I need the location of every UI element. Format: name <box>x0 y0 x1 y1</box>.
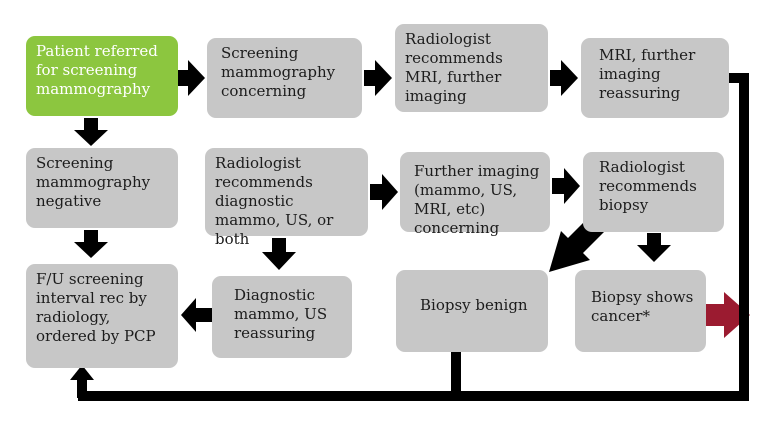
node-biopsy-cancer: Biopsy shows cancer* <box>575 270 706 352</box>
arrow-reassuring-to-fu <box>181 298 212 332</box>
arrow-concerning-to-mri <box>364 60 392 96</box>
arrow-further-to-biopsy-rec <box>552 168 580 204</box>
arrow-start-to-concerning <box>176 60 205 96</box>
node-radiologist-mri: Radiologist recommends MRI, further imag… <box>395 24 548 112</box>
node-screening-concerning-label: Screening mammography concerning <box>221 44 336 100</box>
arrow-diagnostic-to-further <box>370 174 398 210</box>
node-biopsy-cancer-label: Biopsy shows cancer* <box>591 288 694 325</box>
node-screening-negative: Screening mammography negative <box>26 148 178 228</box>
arrow-loop-to-fu <box>70 365 94 380</box>
arrow-negative-to-fu <box>74 230 108 258</box>
node-fu-interval-label: F/U screening interval rec by radiology,… <box>36 270 156 345</box>
node-screening-negative-label: Screening mammography negative <box>36 154 151 210</box>
line-reassuring-loop <box>78 73 749 401</box>
node-fu-interval: F/U screening interval rec by radiology,… <box>26 264 178 368</box>
arrow-mri-to-reassuring <box>550 60 578 96</box>
node-further-imaging: Further imaging (mammo, US, MRI, etc) co… <box>400 152 550 237</box>
node-radiologist-biopsy: Radiologist recommends biopsy <box>583 152 724 232</box>
arrow-start-to-negative <box>74 118 108 146</box>
arrow-biopsy-rec-to-cancer <box>637 233 671 262</box>
node-patient-referred-label: Patient referred for screening mammograp… <box>36 42 158 98</box>
node-patient-referred: Patient referred for screening mammograp… <box>26 36 178 116</box>
node-radiologist-diagnostic: Radiologist recommends diagnostic mammo,… <box>205 148 368 248</box>
node-diagnostic-reassuring: Diagnostic mammo, US reassuring <box>212 276 352 358</box>
arrow-cancer-red <box>706 292 750 338</box>
node-mri-reassuring: MRI, further imaging reassuring <box>581 38 729 118</box>
node-radiologist-mri-label: Radiologist recommends MRI, further imag… <box>405 30 503 105</box>
node-radiologist-diagnostic-label: Radiologist recommends diagnostic mammo,… <box>215 154 334 248</box>
node-screening-concerning: Screening mammography concerning <box>207 38 362 118</box>
node-radiologist-biopsy-label: Radiologist recommends biopsy <box>599 158 697 214</box>
node-mri-reassuring-label: MRI, further imaging reassuring <box>599 46 696 102</box>
node-biopsy-benign: Biopsy benign <box>396 270 548 352</box>
node-further-imaging-label: Further imaging (mammo, US, MRI, etc) co… <box>414 162 540 237</box>
node-diagnostic-reassuring-label: Diagnostic mammo, US reassuring <box>234 286 328 342</box>
node-biopsy-benign-label: Biopsy benign <box>420 296 528 314</box>
arrow-diagnostic-rec-down <box>262 238 296 270</box>
